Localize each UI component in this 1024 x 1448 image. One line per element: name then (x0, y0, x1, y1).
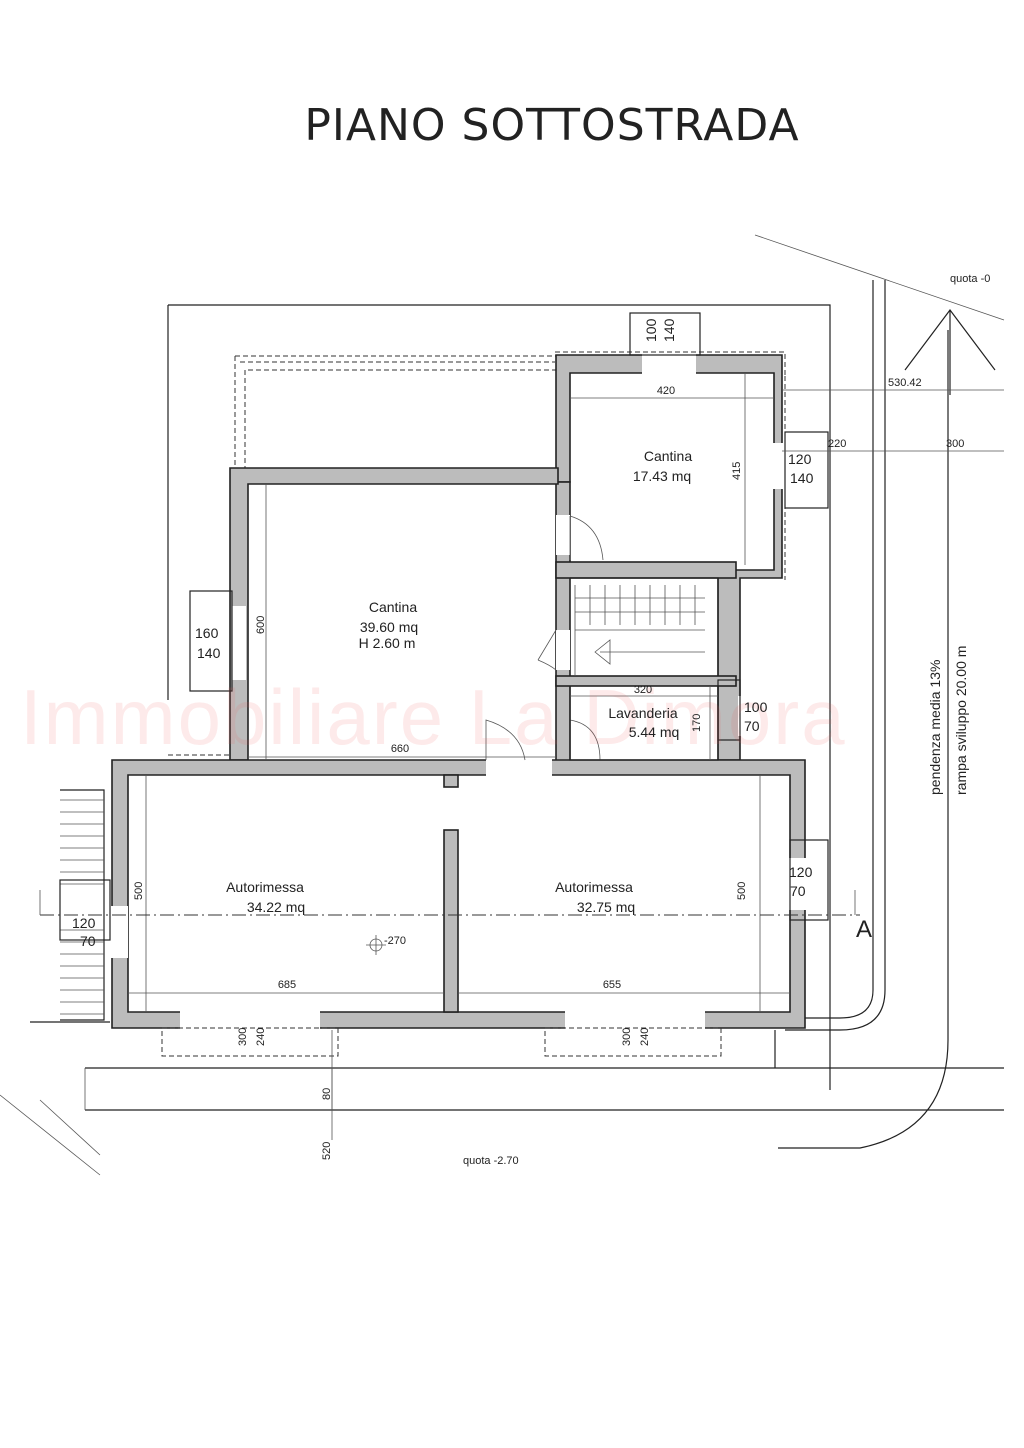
dim-yard-depth: 520 (321, 1142, 333, 1160)
window-lavanderia-width: 100 (744, 699, 768, 715)
window-top-width: 100 (643, 318, 659, 342)
room-area-autorimessa-left: 34.22 mq (247, 899, 305, 915)
dim-garage-right-width: 655 (603, 979, 621, 991)
ramp-slope-label: pendenza media 13% (927, 660, 943, 795)
door-left-height: 240 (255, 1028, 267, 1046)
window-garage-left-height: 70 (80, 933, 96, 949)
dimension-lines (39, 373, 1004, 1140)
dim-cantina-large-depth: 600 (255, 616, 267, 634)
window-cantina-left-height: 140 (197, 645, 221, 661)
room-name-cantina-large: Cantina (369, 599, 417, 615)
page-title: PIANO SOTTOSTRADA (304, 100, 800, 151)
dim-garage-left-width: 685 (278, 979, 296, 991)
window-top-height: 140 (661, 318, 677, 342)
openings (110, 354, 806, 1030)
window-garage-right-height: 70 (790, 883, 806, 899)
quota-top-label: quota -0 (950, 273, 990, 285)
window-garage-right-width: 120 (789, 864, 813, 880)
dim-lavanderia-width: 320 (634, 684, 652, 696)
door-right-width: 300 (621, 1028, 633, 1046)
dim-lavanderia-depth: 170 (691, 714, 703, 732)
quota-yard-label: quota -2.70 (463, 1155, 519, 1167)
window-cantina-left-width: 160 (195, 625, 219, 641)
dim-offset-530: 530.42 (888, 377, 922, 389)
section-marker-right: A (856, 916, 872, 943)
floor-level-label: -270 (384, 935, 406, 947)
stair-steps (574, 585, 705, 676)
door-left-width: 300 (237, 1028, 249, 1046)
window-lavanderia-height: 70 (744, 718, 760, 734)
dim-sidewalk: 80 (321, 1088, 333, 1100)
dim-garage-right-depth: 500 (736, 882, 748, 900)
dim-cantina-large-width: 660 (391, 743, 409, 755)
room-name-autorimessa-right: Autorimessa (555, 879, 633, 895)
window-garage-left-width: 120 (72, 915, 96, 931)
site-lines (0, 234, 1005, 1176)
room-name-autorimessa-left: Autorimessa (226, 879, 304, 895)
ramp-length-label: rampa sviluppo 20.00 m (953, 646, 969, 795)
room-area-autorimessa-right: 32.75 mq (577, 899, 635, 915)
room-area-lavanderia: 5.44 mq (629, 724, 680, 740)
dim-cantina-small-depth: 415 (731, 462, 743, 480)
room-area-cantina-large: 39.60 mq (360, 619, 418, 635)
door-right-height: 240 (639, 1028, 651, 1046)
room-name-lavanderia: Lavanderia (608, 705, 677, 721)
dim-offset-300: 300 (946, 438, 964, 450)
dim-garage-left-depth: 500 (133, 882, 145, 900)
dim-offset-220: 220 (828, 438, 846, 450)
window-frames (59, 312, 829, 1057)
window-cantina-right-height: 140 (790, 470, 814, 486)
room-height-cantina-large: H 2.60 m (359, 635, 416, 651)
room-name-cantina-small: Cantina (644, 448, 692, 464)
dim-cantina-small-width: 420 (657, 385, 675, 397)
window-cantina-right-width: 120 (788, 451, 812, 467)
room-area-cantina-small: 17.43 mq (633, 468, 691, 484)
